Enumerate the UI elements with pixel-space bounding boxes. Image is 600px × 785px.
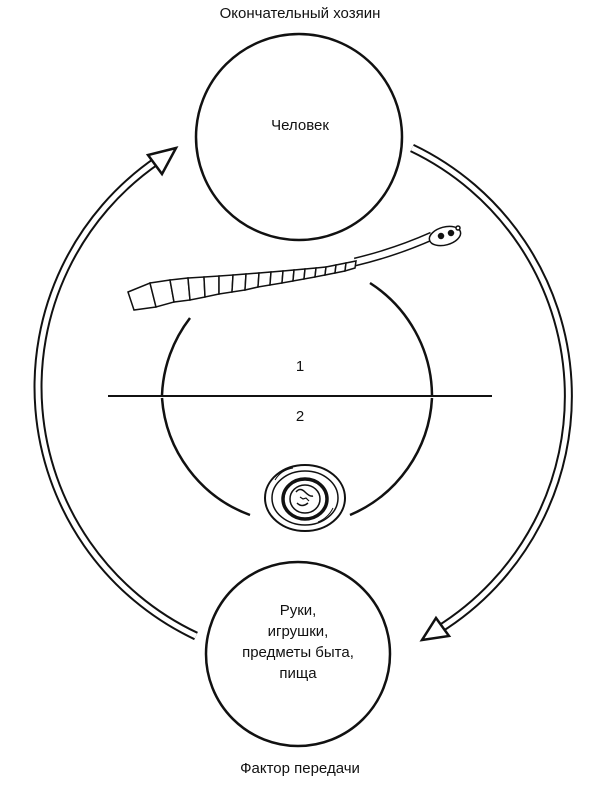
- bottom-circle-line-1: Руки,: [279, 602, 317, 619]
- middle-arc-lower-left: [160, 397, 251, 517]
- cycle-arrow-icon: [33, 146, 198, 641]
- bottom-circle-text: Руки, игрушки, предметы быта, пища: [198, 600, 398, 684]
- middle-arc-upper: [160, 317, 191, 396]
- bottom-circle-line-3: предметы быта,: [242, 644, 354, 661]
- transmission-factor-caption: Фактор передачи: [240, 760, 360, 777]
- egg-icon: [264, 464, 346, 532]
- transmission-factor-circle: [204, 560, 392, 748]
- bottom-circle-line-4: пища: [279, 665, 317, 682]
- top-circle-label: Человек: [271, 117, 329, 134]
- phase-2-label: 2: [295, 408, 305, 425]
- tapeworm-icon: [127, 225, 462, 311]
- middle-arc-lower-right: [349, 397, 434, 517]
- bottom-circle-line-2: игрушки,: [267, 623, 329, 640]
- cycle-arrow-icon-right: [410, 143, 573, 642]
- definitive-host-circle: [194, 32, 404, 242]
- phase-1-label: 1: [295, 358, 305, 375]
- middle-arc-upper-right: [369, 281, 434, 396]
- definitive-host-caption: Окончательный хозяин: [219, 5, 381, 22]
